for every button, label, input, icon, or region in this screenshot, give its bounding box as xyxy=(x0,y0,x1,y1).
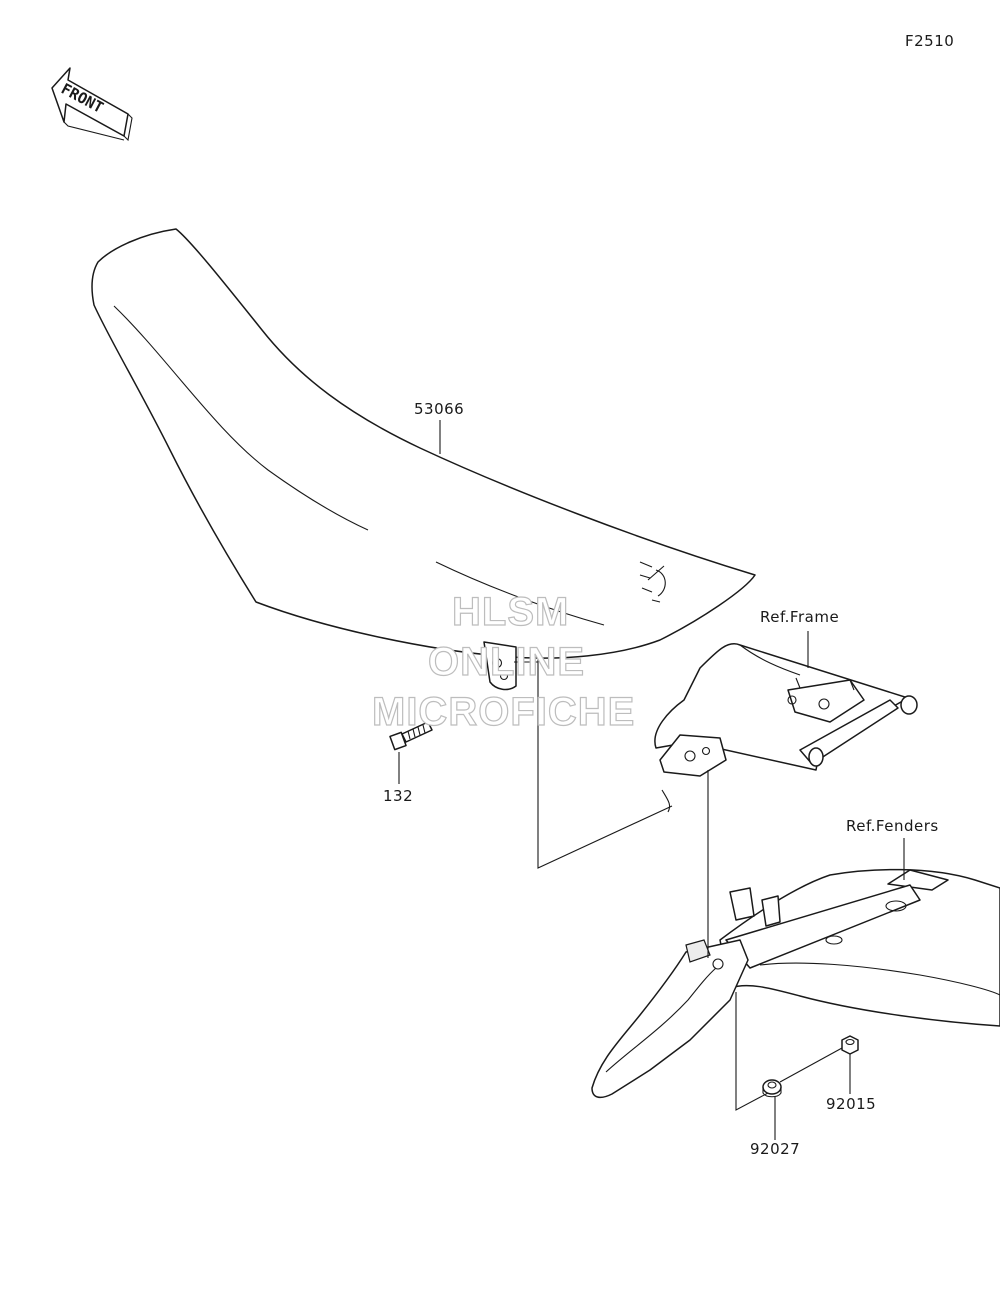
fender-reference-part xyxy=(591,868,1000,1099)
bolt-part xyxy=(389,721,433,751)
front-arrow-icon: FRONT xyxy=(51,67,133,142)
figure-code: F2510 xyxy=(905,32,955,50)
watermark-line-1: HLSM xyxy=(451,589,570,634)
watermark-line-2: ONLINE xyxy=(427,639,586,684)
part-number-nut[interactable]: 92015 xyxy=(826,1095,877,1113)
part-number-collar[interactable]: 92027 xyxy=(750,1140,801,1158)
ref-frame-label[interactable]: Ref.Frame xyxy=(760,608,840,626)
nut-part xyxy=(841,1035,859,1055)
seat-part xyxy=(91,228,756,691)
frame-reference-part xyxy=(654,643,918,813)
ref-fenders-label[interactable]: Ref.Fenders xyxy=(846,817,939,835)
part-number-seat[interactable]: 53066 xyxy=(414,400,465,418)
collar-part xyxy=(762,1079,782,1098)
watermark-line-3: MICROFICHE xyxy=(371,689,636,734)
part-number-bolt[interactable]: 132 xyxy=(383,787,414,805)
leader-lines xyxy=(398,420,905,1140)
